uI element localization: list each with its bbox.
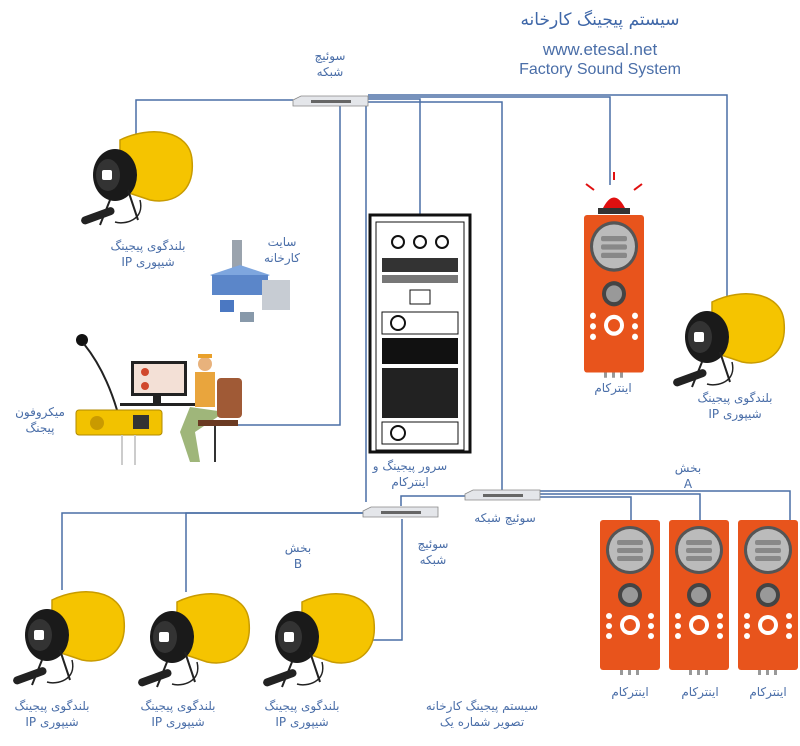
factory-site-illustration xyxy=(210,240,290,322)
link-switch-top-to-switch-middle xyxy=(368,101,503,490)
factory-site-label: سایت کارخانه xyxy=(264,234,300,266)
link-switch-middle-to-intercom-1 xyxy=(540,496,632,522)
label-line: شیپوری IP xyxy=(708,407,762,421)
paging-microphone-desk xyxy=(75,334,163,465)
link-switch-middle-to-switch-left xyxy=(400,495,465,506)
horn-right-label: بلندگوی پیجینگ شیپوری IP xyxy=(697,390,772,422)
label-line: اینترکام xyxy=(391,475,429,489)
link-switch-left-to-horn-3 xyxy=(372,519,403,641)
paging-mic-label: میکروفون پیجنگ xyxy=(15,404,65,436)
operator-workstation xyxy=(120,354,242,462)
network-switch-middle xyxy=(464,489,541,501)
link-switch-middle-to-intercom-3 xyxy=(540,490,791,522)
paging-server-rack xyxy=(368,213,472,454)
label-line: شبکه xyxy=(419,553,447,567)
link-switch-left-to-horn-1 xyxy=(61,512,363,590)
label-line: بلندگوی پیجینگ xyxy=(697,391,773,405)
horn-speaker-bottom-2 xyxy=(136,592,251,689)
page-subtitle: Factory Sound System xyxy=(519,61,681,78)
server-label: سرور پیجینگ و اینترکام xyxy=(373,458,447,490)
label-line: شیپوری IP xyxy=(121,255,175,269)
intercom-1 xyxy=(600,520,660,675)
link-switch-top-to-server xyxy=(368,98,421,216)
horn-speaker-top-left xyxy=(79,130,194,227)
label-line: بلندگوی پیجینگ xyxy=(14,699,90,713)
horn-speaker-bottom-1 xyxy=(11,590,126,687)
label-line: سایت xyxy=(267,235,297,249)
label-line: سیستم پیجینگ کارخانه xyxy=(425,699,539,713)
switch-left-label: سوئیچ شبکه xyxy=(418,536,449,568)
link-switch-top-to-intercom xyxy=(368,96,611,185)
label-line: شبکه xyxy=(316,65,344,79)
switch-top-label: سوئیچ شبکه xyxy=(315,48,346,80)
figure-caption: سیستم پیجینگ کارخانه تصویر شماره یک xyxy=(426,698,538,730)
network-switch-top xyxy=(292,95,369,107)
label-line: B xyxy=(293,557,303,571)
label-line: شیپوری IP xyxy=(151,715,205,729)
horn-speaker-bottom-3 xyxy=(261,592,376,689)
horn-speaker-right xyxy=(671,292,786,389)
switch-middle-label: سوئیچ شبکه xyxy=(474,511,536,525)
horn-bottom-3-label: بلندگوی پیجینگ شیپوری IP xyxy=(264,698,339,730)
horn-bottom-2-label: بلندگوی پیجینگ شیپوری IP xyxy=(140,698,215,730)
label-line: بلندگوی پیجینگ xyxy=(140,699,216,713)
label-line: سوئیچ xyxy=(417,537,449,551)
link-switch-left-to-horn-2 xyxy=(185,512,363,592)
horn-bottom-1-label: بلندگوی پیجینگ شیپوری IP xyxy=(14,698,89,730)
horn-top-left-label: بلندگوی پیجینگ شیپوری IP xyxy=(110,238,185,270)
label-line: بلندگوی پیجینگ xyxy=(264,699,340,713)
page-title: سیستم پیجینگ کارخانه xyxy=(520,10,680,30)
intercom-1-label: اینترکام xyxy=(611,685,649,699)
label-line: شیپوری IP xyxy=(275,715,329,729)
link-switch-middle-to-intercom-2 xyxy=(540,493,701,522)
label-line: پیجنگ xyxy=(25,421,55,435)
label-line: سرور پیجینگ و xyxy=(372,459,448,473)
label-line: بخش xyxy=(674,461,702,475)
intercom-3-label: اینترکام xyxy=(749,685,787,699)
link-switch-top-to-mic xyxy=(230,106,341,426)
link-switch-top-to-horn-left xyxy=(135,99,293,140)
intercom-with-beacon xyxy=(584,172,644,378)
network-switch-left xyxy=(362,506,439,518)
website-url: www.etesal.net xyxy=(542,40,658,59)
label-line: کارخانه xyxy=(263,251,301,265)
zone-a-label: بخش A xyxy=(675,460,701,492)
label-line: بخش xyxy=(284,541,312,555)
intercom-3 xyxy=(738,520,798,675)
label-line: شیپوری IP xyxy=(25,715,79,729)
label-line: سوئیچ xyxy=(314,49,346,63)
label-line: میکروفون xyxy=(15,405,65,419)
intercom-top-label: اینترکام xyxy=(594,381,632,395)
link-switch-top-to-horn-right xyxy=(368,94,728,300)
intercom-2 xyxy=(669,520,729,675)
zone-b-label: بخش B xyxy=(285,540,311,572)
label-line: بلندگوی پیجینگ xyxy=(110,239,186,253)
intercom-2-label: اینترکام xyxy=(681,685,719,699)
label-line: تصویر شماره یک xyxy=(439,715,525,729)
connection-lines xyxy=(61,94,791,641)
label-line: A xyxy=(683,477,693,491)
